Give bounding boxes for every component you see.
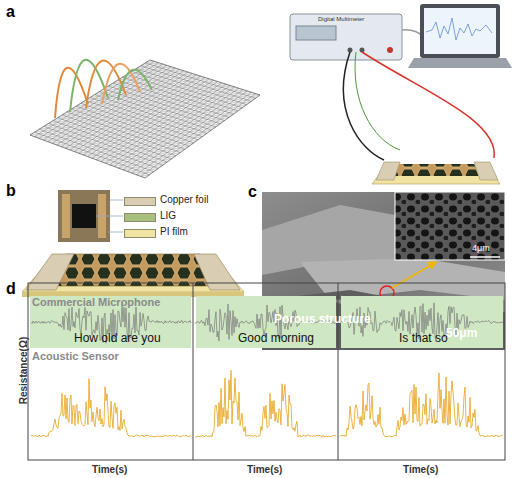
phrase-text: How old are you — [74, 332, 161, 345]
mesh-line — [49, 90, 244, 124]
annotation-text: Porous structure — [274, 313, 371, 326]
graphene-mesh — [30, 60, 260, 178]
mesh-line — [95, 76, 201, 94]
mesh-line — [79, 130, 212, 153]
sensor-signal — [340, 373, 503, 437]
laptop-screen — [424, 8, 496, 54]
panel-divider — [338, 283, 339, 460]
multimeter-led — [387, 47, 393, 53]
mesh-line — [83, 133, 207, 155]
lig-layer — [48, 254, 218, 286]
leader-line — [110, 200, 123, 201]
mesh-line — [132, 168, 159, 173]
copper-tab — [194, 254, 240, 290]
copper-tab — [376, 162, 400, 180]
axis-title: Resistance(Ω) — [18, 316, 29, 426]
axis-title: Time(s) — [403, 464, 438, 475]
sound-waves — [55, 60, 152, 118]
plot-frame — [28, 283, 505, 460]
mesh-line — [57, 114, 234, 145]
legend-text: LIG — [160, 210, 176, 221]
legend-text: PI film — [160, 226, 188, 237]
mesh-line — [114, 156, 176, 167]
mesh-line — [145, 61, 154, 63]
pointer-arrow — [392, 262, 436, 288]
leader-line — [96, 216, 123, 217]
mesh-line — [119, 159, 172, 168]
multimeter-display — [296, 26, 336, 40]
device-label: Digital Multimeter — [318, 16, 364, 23]
panel-letter: a — [6, 3, 15, 21]
sem-inset — [395, 192, 505, 260]
sensor-signal — [31, 379, 191, 437]
mesh-line — [101, 146, 189, 161]
laptop-screen-frame — [420, 4, 500, 58]
mesh-line — [61, 117, 229, 146]
legend-text: Copper foil — [160, 194, 208, 205]
multimeter-body — [290, 14, 402, 60]
phrase-text: Good morning — [238, 332, 314, 345]
legend-swatch — [124, 229, 156, 238]
mesh-line — [65, 121, 224, 149]
copper-tab — [474, 162, 498, 180]
mesh-line — [67, 84, 226, 112]
photo-leaders — [96, 200, 123, 232]
scale-bar — [470, 256, 500, 258]
mesh-line — [127, 165, 162, 171]
mesh-line — [70, 124, 220, 150]
sound-wave — [118, 70, 152, 100]
multimeter-port — [360, 48, 365, 53]
mesh-line — [92, 140, 198, 159]
multimeter-port — [348, 48, 353, 53]
lig-layer — [392, 164, 482, 176]
screen-signal — [426, 18, 492, 40]
series-label: Acoustic Sensor — [32, 350, 119, 362]
mesh-line — [52, 111, 238, 143]
mesh-line — [48, 108, 243, 142]
mesh-line — [53, 88, 239, 120]
graphene-sheet — [30, 60, 260, 178]
mesh-line — [110, 153, 181, 165]
panel-letter: c — [248, 183, 257, 201]
leader-line — [108, 232, 123, 233]
photo-lig — [72, 204, 96, 228]
legend-swatch — [124, 197, 156, 206]
mesh-line — [81, 80, 214, 103]
mesh-line — [44, 91, 248, 126]
panel-letter: b — [6, 182, 16, 200]
copper-tab — [26, 254, 74, 290]
panel-letter: d — [6, 280, 16, 298]
mesh-line — [88, 137, 203, 157]
highlight-band: Commercial MicrophoneHow old are you — [30, 296, 191, 348]
green-wire — [355, 52, 400, 150]
black-wire — [343, 52, 384, 160]
phrase-text: Is that so — [399, 332, 448, 345]
axis-title: Time(s) — [92, 464, 127, 475]
mesh-line — [74, 127, 216, 152]
photo-copper — [62, 194, 70, 238]
laptop-base — [408, 58, 512, 68]
mesh-line — [30, 95, 260, 135]
scale-label: 4μm — [472, 244, 490, 254]
mesh-line — [136, 172, 154, 175]
scale-label: 50μm — [446, 327, 477, 340]
mesh-line — [76, 82, 218, 107]
mesh-line — [136, 64, 163, 69]
sensor-signal — [195, 370, 336, 437]
mesh-line — [141, 175, 150, 177]
panel-divider — [193, 283, 194, 460]
mesh-line — [96, 143, 193, 160]
axis-title: Time(s) — [247, 464, 282, 475]
legend-swatch — [124, 213, 156, 222]
series-label: Commercial Microphone — [32, 296, 160, 308]
red-wire — [362, 52, 494, 158]
